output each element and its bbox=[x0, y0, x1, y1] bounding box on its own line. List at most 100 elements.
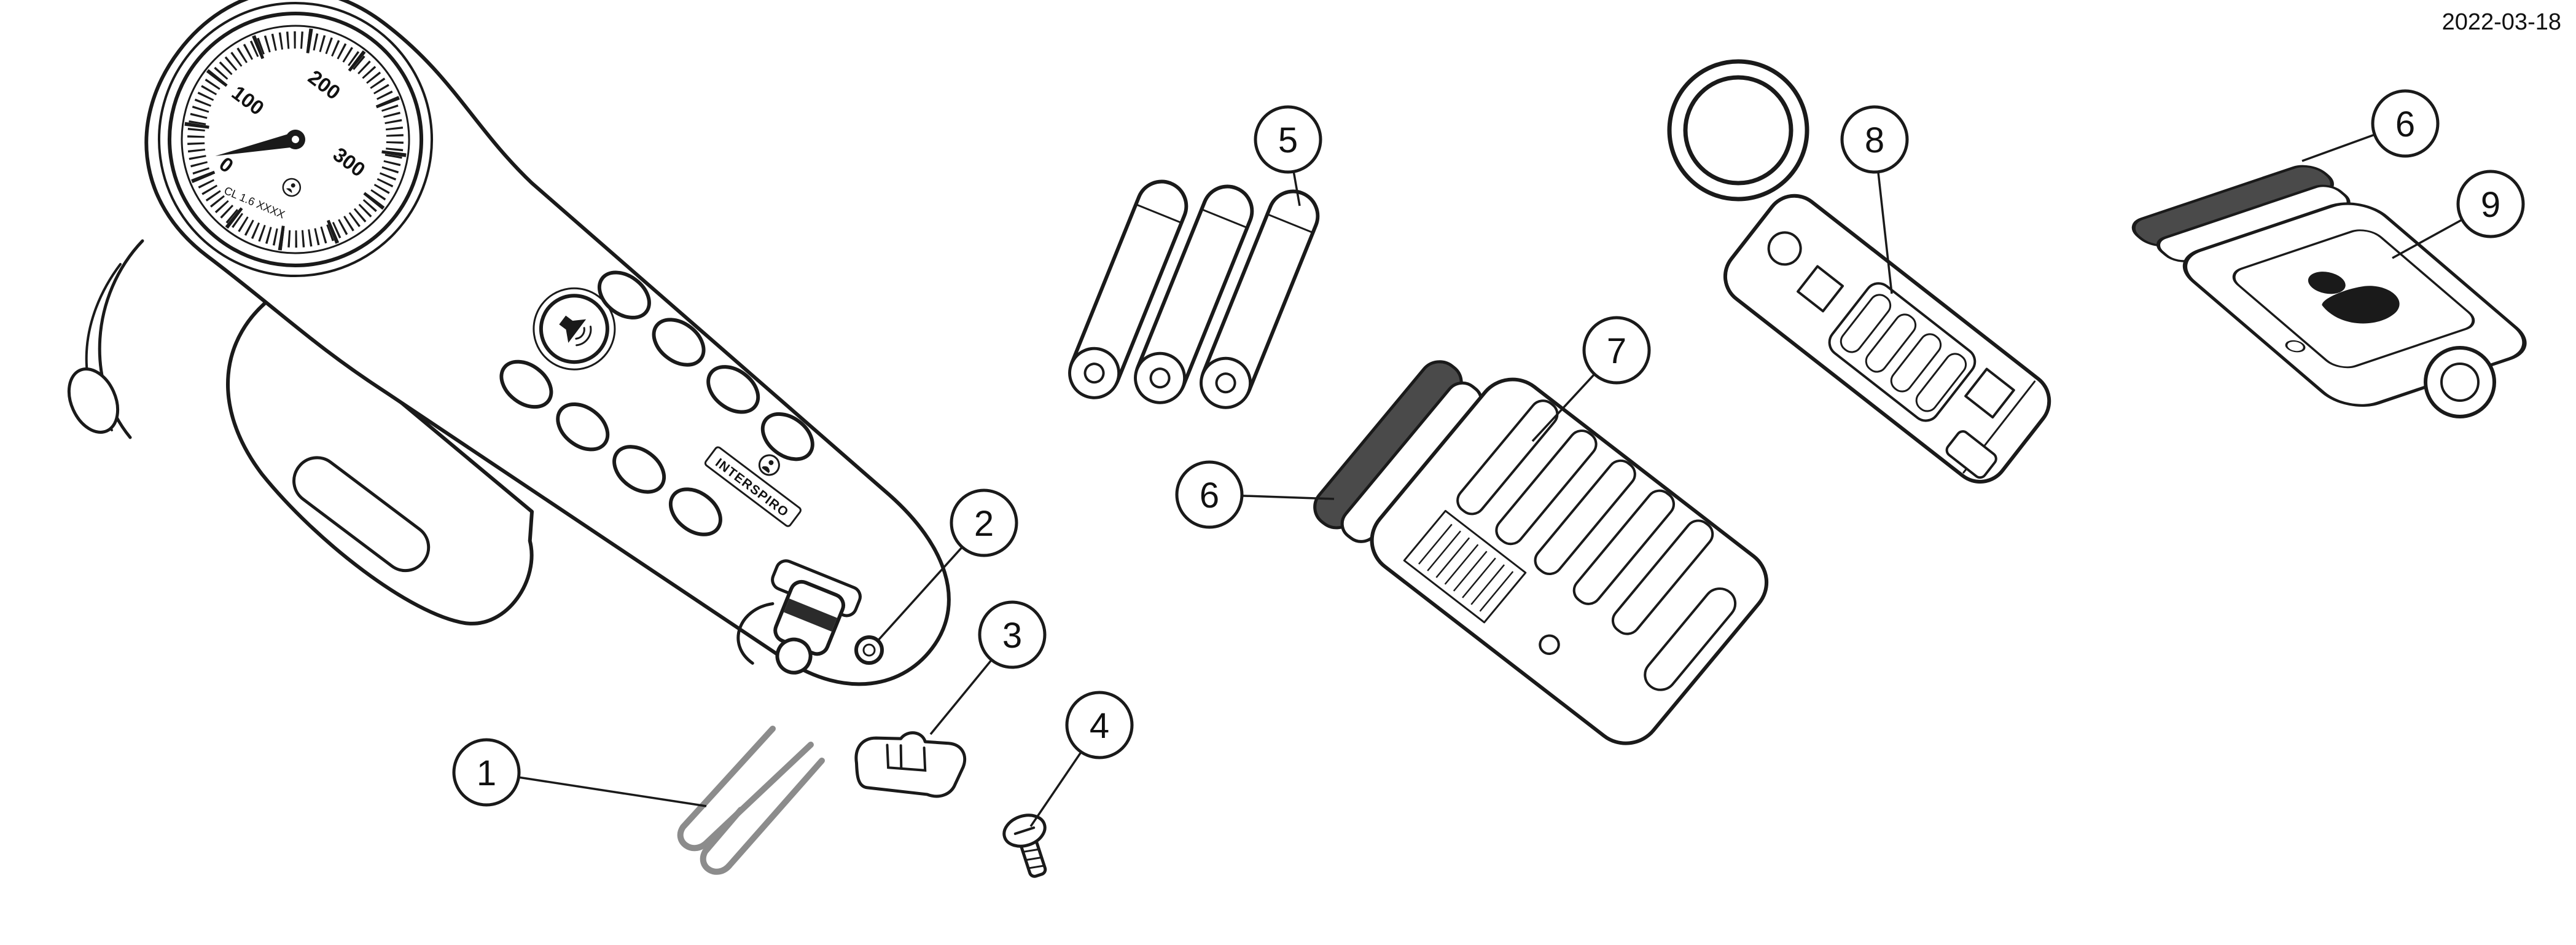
cover-rib bbox=[1456, 399, 1559, 516]
clip-body bbox=[854, 731, 967, 798]
callout-9: 9 bbox=[2392, 170, 2525, 259]
dial-emblem-icon bbox=[282, 178, 302, 197]
emblem-head bbox=[2308, 272, 2346, 294]
grip-shell bbox=[226, 294, 534, 625]
speaker-wave-large bbox=[576, 325, 592, 347]
battery-cap-seam bbox=[1266, 213, 1314, 234]
battery-terminal bbox=[1149, 367, 1171, 389]
dial-emblem-ring bbox=[282, 178, 302, 197]
dial-emblem-head bbox=[291, 183, 295, 188]
part-1-retaining-wire bbox=[677, 726, 825, 875]
callout-1: 1 bbox=[452, 738, 707, 807]
warning-label-frame bbox=[1403, 509, 1527, 624]
keypad-button bbox=[668, 487, 722, 536]
brand-emblem-ring bbox=[758, 454, 780, 476]
cover-rib bbox=[1534, 459, 1636, 576]
callout-circle bbox=[2371, 89, 2440, 158]
callout-number: 8 bbox=[1865, 120, 1884, 160]
key-tag-ribs bbox=[1840, 294, 1967, 412]
key-tag-rib bbox=[1915, 353, 1967, 412]
battery bbox=[1134, 184, 1254, 404]
callout-circle bbox=[1582, 316, 1651, 385]
grip-slot bbox=[292, 456, 431, 573]
connector-hook bbox=[736, 602, 775, 665]
housing-shell-seams bbox=[67, 239, 144, 439]
callout-8: 8 bbox=[1840, 105, 1909, 294]
brand-emblem-body bbox=[762, 466, 770, 473]
callout-7: 7 bbox=[1531, 316, 1651, 442]
cover9-screw-hole bbox=[2285, 340, 2306, 353]
key-tag-recess bbox=[1828, 282, 1977, 422]
part-8-key-tag bbox=[1667, 59, 2051, 484]
callout-number: 1 bbox=[477, 753, 496, 793]
eyelet-outer bbox=[2424, 346, 2496, 418]
clip-notch bbox=[886, 743, 927, 772]
callout-number: 6 bbox=[2395, 104, 2415, 144]
pressure-gauge: 0 100 200 300 CL 1.6 XXXX bbox=[158, 2, 433, 277]
cover-screw-hole bbox=[1539, 634, 1560, 655]
callout-6-left: 6 bbox=[1175, 460, 1335, 529]
callout-5: 5 bbox=[1254, 105, 1322, 206]
brand-text-box bbox=[704, 446, 802, 527]
cover9-eyelet bbox=[2424, 346, 2496, 418]
callout-circle bbox=[452, 738, 521, 807]
needle-pointer bbox=[215, 132, 296, 156]
connector-knob bbox=[775, 637, 813, 675]
key-tag-square-hole bbox=[1797, 265, 1844, 313]
key-tag-tab bbox=[1945, 430, 1997, 479]
callout-circle bbox=[1840, 105, 1909, 174]
callout-number: 3 bbox=[1002, 616, 1022, 656]
callout-number: 5 bbox=[1278, 120, 1298, 160]
wire-leg bbox=[677, 726, 814, 852]
cover-rib bbox=[1572, 489, 1676, 605]
callout-circle bbox=[1065, 691, 1134, 759]
part-2-o-ring bbox=[854, 635, 884, 665]
gauge-unit: 0 100 200 300 CL 1.6 XXXX bbox=[144, 0, 951, 686]
housing-bump bbox=[67, 367, 120, 434]
speaker-icon bbox=[559, 315, 592, 347]
keypad-button bbox=[612, 445, 666, 494]
cover9-recess-panel bbox=[2232, 229, 2475, 369]
key-tag-rib bbox=[1890, 333, 1942, 393]
dial-emblem-body bbox=[286, 188, 292, 194]
o-ring-inner bbox=[862, 643, 876, 657]
key-tag-rib bbox=[1865, 313, 1917, 373]
callout-6-right: 6 bbox=[2301, 89, 2440, 162]
part-5-batteries bbox=[1068, 179, 1320, 409]
battery-terminal bbox=[1215, 372, 1236, 394]
cover-rib bbox=[1611, 519, 1714, 635]
callout-number: 7 bbox=[1607, 331, 1626, 371]
battery-cap-seam bbox=[1134, 203, 1183, 224]
keypad-button bbox=[556, 402, 610, 452]
eyelet-hole bbox=[2440, 363, 2480, 402]
speaker-button bbox=[533, 287, 616, 371]
leader-line bbox=[486, 771, 707, 807]
gauge-bezel-outer bbox=[158, 2, 433, 277]
key-ring-outer bbox=[1667, 59, 1809, 202]
battery bbox=[1200, 189, 1320, 409]
callout-4: 4 bbox=[1029, 691, 1134, 827]
wire-leg bbox=[700, 758, 825, 875]
needle-hub-center bbox=[292, 136, 299, 143]
speaker-wave-small bbox=[575, 327, 585, 340]
callout-circle bbox=[2456, 170, 2525, 238]
gauge-needle bbox=[215, 130, 305, 156]
callout-number: 9 bbox=[2481, 185, 2500, 225]
callout-circle bbox=[978, 600, 1047, 669]
callout-circle bbox=[1175, 460, 1244, 529]
o-ring-outer bbox=[854, 635, 884, 665]
keypad-button bbox=[652, 318, 706, 367]
connector-band bbox=[784, 598, 837, 632]
warning-label-text-lines bbox=[1418, 523, 1514, 612]
connector-assembly bbox=[736, 559, 862, 675]
brand-emblem-head bbox=[768, 460, 774, 465]
key-tag-end-hole bbox=[1964, 367, 2015, 419]
callouts: 1 2 3 4 5 6 7 bbox=[452, 89, 2525, 827]
screw-threads bbox=[1022, 848, 1045, 869]
keypad-buttons bbox=[499, 270, 814, 536]
keypad-button bbox=[760, 412, 814, 461]
key-tag-rib bbox=[1840, 294, 1892, 353]
callout-circle bbox=[1254, 105, 1322, 174]
